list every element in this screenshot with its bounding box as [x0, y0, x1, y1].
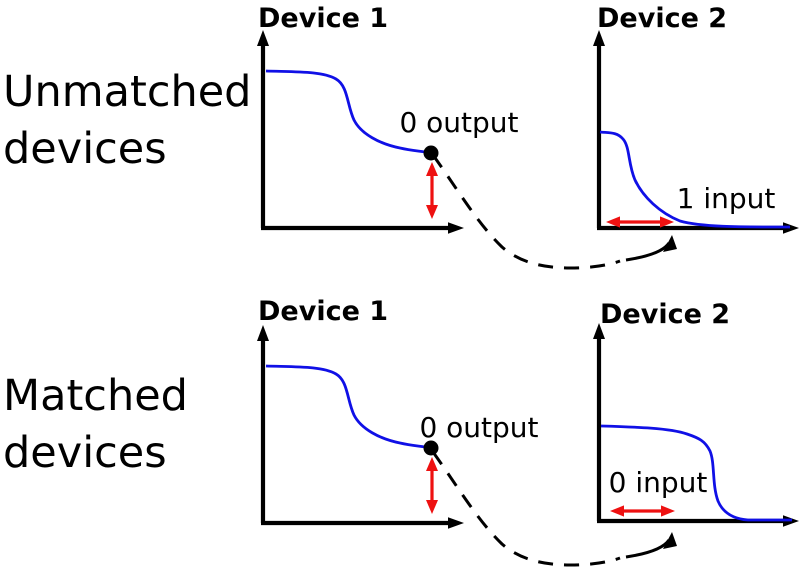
- device2-plot-unmatched: [593, 30, 799, 234]
- connector-arrowhead: [663, 235, 677, 252]
- y-axis-arrowhead: [593, 30, 605, 46]
- output-label-unmatched: 0 output: [399, 106, 519, 139]
- output-arrowhead-down: [426, 205, 438, 219]
- row-label-matched: Matched devices: [3, 371, 188, 478]
- output-label-matched: 0 output: [419, 411, 539, 444]
- transfer-curve: [265, 69, 432, 155]
- row-label-unmatched: Unmatched devices: [3, 67, 252, 174]
- device1-plot-matched: [257, 325, 464, 529]
- output-arrowhead-up: [426, 162, 438, 176]
- dashed-connector: [431, 154, 621, 270]
- flow-arrow-unmatched: [431, 154, 677, 270]
- input-arrowhead-right: [660, 216, 674, 228]
- device1-title-unmatched: Device 1: [258, 3, 389, 34]
- input-arrowhead-left: [606, 216, 620, 228]
- device1-title-matched: Device 1: [258, 296, 389, 327]
- x-axis-arrowhead: [783, 222, 799, 234]
- x-axis-arrowhead: [448, 222, 464, 234]
- input-arrowhead-right: [661, 505, 675, 517]
- x-axis-arrowhead: [448, 517, 464, 529]
- output-arrowhead-down: [426, 500, 438, 514]
- device2-title-matched: Device 2: [600, 299, 731, 330]
- connector-hook: [625, 539, 671, 559]
- input-arrowhead-left: [610, 505, 624, 517]
- y-axis-arrowhead: [257, 325, 269, 341]
- device2-title-unmatched: Device 2: [597, 3, 728, 34]
- transfer-curve: [600, 424, 792, 522]
- connector-arrowhead: [663, 532, 677, 549]
- input-label-matched: 0 input: [608, 466, 708, 499]
- transfer-curve: [265, 364, 432, 450]
- device2-plot-matched: [593, 323, 799, 527]
- transfer-curve: [599, 130, 791, 229]
- output-arrowhead-up: [426, 457, 438, 471]
- dashed-connector: [431, 451, 621, 567]
- y-axis-arrowhead: [257, 30, 269, 46]
- input-label-unmatched: 1 input: [676, 182, 776, 215]
- operating-point-dot: [423, 440, 439, 456]
- flow-arrow-matched: [431, 451, 677, 567]
- y-axis-arrowhead: [593, 323, 605, 339]
- connector-hook: [625, 242, 671, 262]
